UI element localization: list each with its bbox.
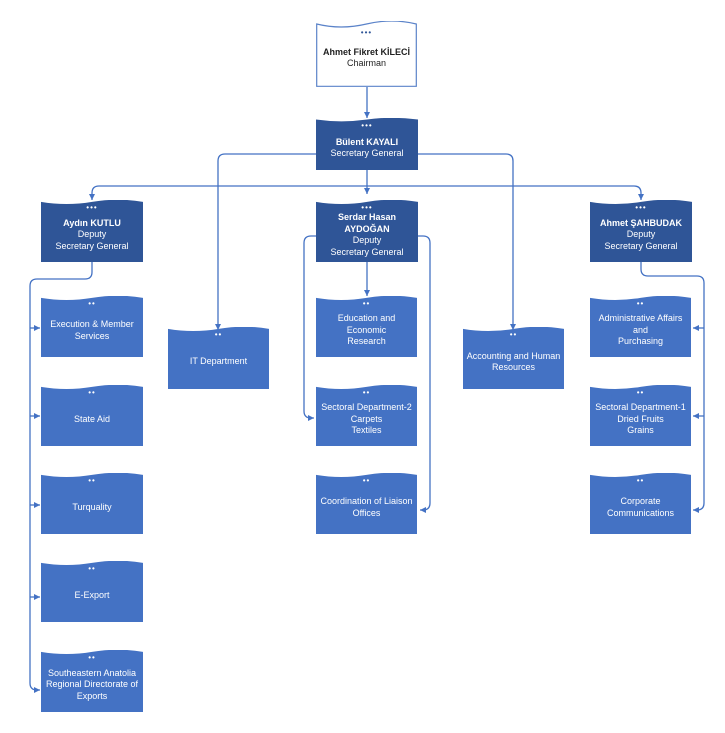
unit-line1: Administrative Affairs and <box>598 313 683 335</box>
unit-sectoral-department-2[interactable]: •• Sectoral Department-2 Carpets Textile… <box>316 385 417 446</box>
unit-execution-member-services[interactable]: •• Execution & Member Services <box>41 296 143 357</box>
deputy-center-line1: Deputy <box>352 235 382 245</box>
deputy-left-node[interactable]: ••• Aydın KUTLU Deputy Secretary General <box>41 200 143 262</box>
dots-icon: •• <box>636 388 645 397</box>
unit-line2: Dried Fruits <box>617 413 664 424</box>
unit-line1: Sectoral Department-1 <box>595 402 686 413</box>
deputy-left-line2: Secretary General <box>55 240 129 251</box>
secretary-general-name: Bülent KAYALI <box>335 136 399 147</box>
chairman-node[interactable]: ••• Ahmet Fikret KİLECİ Chairman <box>316 21 417 87</box>
unit-line1: Corporate <box>620 496 661 506</box>
unit-line3: Textiles <box>351 425 382 436</box>
deputy-right-line1: Deputy <box>626 229 656 240</box>
dots-icon: •• <box>88 564 96 573</box>
dots-icon: •• <box>88 388 96 397</box>
unit-line2: Regional Directorate of <box>45 679 139 690</box>
deputy-center-line2: Secretary General <box>330 246 404 257</box>
dots-icon: ••• <box>635 203 647 212</box>
unit-sectoral-department-1[interactable]: •• Sectoral Department-1 Dried Fruits Gr… <box>590 385 691 446</box>
unit-line1: Education and Economic <box>337 313 396 335</box>
unit-line2: Communications <box>606 507 675 518</box>
chairman-title: Chairman <box>346 58 386 68</box>
accounting-node[interactable]: •• Accounting and Human Resources <box>463 327 564 389</box>
unit-line1: E-Export <box>74 589 110 600</box>
accounting-line2: Resources <box>491 362 536 372</box>
dots-icon: ••• <box>361 121 373 130</box>
unit-line1: Coordination of Liaison <box>320 496 413 506</box>
dots-icon: •• <box>214 330 223 339</box>
dots-icon: •• <box>88 653 96 662</box>
dots-icon: •• <box>88 299 96 308</box>
unit-line1: Southeastern Anatolia <box>47 667 137 678</box>
unit-state-aid[interactable]: •• State Aid <box>41 385 143 446</box>
deputy-right-node[interactable]: ••• Ahmet ŞAHBUDAK Deputy Secretary Gene… <box>590 200 692 262</box>
it-department-node[interactable]: •• IT Department <box>168 327 269 389</box>
unit-coordination-liaison-offices[interactable]: •• Coordination of Liaison Offices <box>316 473 417 534</box>
unit-administrative-affairs-purchasing[interactable]: •• Administrative Affairs and Purchasing <box>590 296 691 357</box>
unit-line1: Execution & Member <box>50 319 134 329</box>
dots-icon: •• <box>362 299 371 308</box>
dots-icon: ••• <box>361 203 373 212</box>
dots-icon: •• <box>362 476 371 485</box>
unit-e-export[interactable]: •• E-Export <box>41 561 143 622</box>
deputy-center-name: Serdar Hasan AYDOĞAN <box>337 212 397 234</box>
unit-corporate-communications[interactable]: •• Corporate Communications <box>590 473 691 534</box>
dots-icon: •• <box>636 476 645 485</box>
chairman-name: Ahmet Fikret KİLECİ <box>322 46 410 57</box>
unit-education-economic-research[interactable]: •• Education and Economic Research <box>316 296 417 357</box>
unit-line2: Research <box>347 336 386 347</box>
deputy-center-node[interactable]: ••• Serdar Hasan AYDOĞAN Deputy Secretar… <box>316 200 418 262</box>
unit-line2: Carpets <box>350 413 383 424</box>
dots-icon: •• <box>362 388 371 397</box>
unit-line2: Purchasing <box>617 336 664 347</box>
unit-line1: State Aid <box>73 413 111 424</box>
unit-line2: Offices <box>352 507 381 518</box>
deputy-left-name: Aydın KUTLU <box>63 217 121 228</box>
unit-turquality[interactable]: •• Turquality <box>41 473 143 534</box>
deputy-right-line2: Secretary General <box>604 240 678 251</box>
accounting-line1: Accounting and Human <box>466 350 561 361</box>
unit-line3: Grains <box>627 425 654 436</box>
unit-line3: Exports <box>76 690 108 701</box>
unit-line1: Turquality <box>72 501 112 512</box>
dots-icon: ••• <box>360 28 373 37</box>
secretary-general-node[interactable]: ••• Bülent KAYALI Secretary General <box>316 118 418 170</box>
dots-icon: •• <box>88 476 96 485</box>
unit-southeastern-anatolia[interactable]: •• Southeastern Anatolia Regional Direct… <box>41 650 143 712</box>
deputy-right-name: Ahmet ŞAHBUDAK <box>599 217 682 228</box>
dots-icon: •• <box>636 299 645 308</box>
dots-icon: •• <box>509 330 518 339</box>
unit-line2: Services <box>74 330 110 341</box>
dots-icon: ••• <box>86 203 98 212</box>
deputy-left-line1: Deputy <box>77 229 107 240</box>
unit-line1: Sectoral Department-2 <box>321 402 412 413</box>
secretary-general-title: Secretary General <box>330 148 404 158</box>
chairman-outline <box>316 21 417 87</box>
it-department-label: IT Department <box>189 356 248 367</box>
